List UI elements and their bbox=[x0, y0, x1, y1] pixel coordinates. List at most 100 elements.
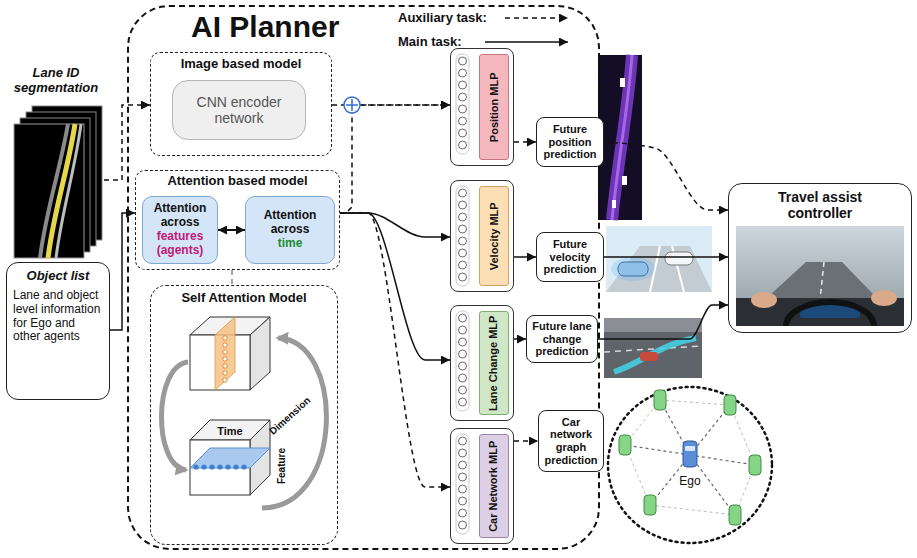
controller-box: Travel assist controller bbox=[728, 183, 912, 333]
node-text: Attention based model bbox=[167, 174, 307, 189]
position-image bbox=[598, 55, 642, 220]
mlp-panel: Lane Change MLP bbox=[479, 311, 509, 415]
mlp-panel: Car Network MLP bbox=[479, 434, 509, 538]
label-anchor: Ego bbox=[677, 474, 702, 488]
connector bbox=[514, 338, 526, 340]
car-network-graph bbox=[644, 495, 656, 515]
attention-cubes bbox=[223, 357, 227, 361]
car-network-graph bbox=[650, 505, 735, 515]
controller-image bbox=[820, 262, 824, 300]
node-text: AI Planner bbox=[191, 10, 339, 45]
attention-cubes bbox=[223, 371, 227, 375]
car-network-graph bbox=[683, 441, 697, 467]
attention-cubes bbox=[223, 350, 227, 354]
attention-cubes bbox=[223, 378, 227, 382]
car-network-graph bbox=[619, 435, 631, 455]
lane-change-image bbox=[614, 338, 696, 372]
node-text: time bbox=[278, 237, 303, 251]
position-image bbox=[620, 78, 625, 87]
sum-symbol bbox=[351, 99, 353, 111]
mlp-label: Lane Change MLP bbox=[488, 315, 501, 410]
lane-change-image bbox=[604, 318, 702, 332]
attention-cubes bbox=[161, 317, 326, 508]
mlp-block: Position MLP bbox=[450, 48, 514, 166]
controller-image bbox=[736, 262, 904, 326]
mlp-block: Lane Change MLP bbox=[450, 305, 514, 421]
velocity-image bbox=[618, 262, 648, 276]
car-network-graph bbox=[625, 400, 755, 515]
label-anchor: Dimension bbox=[268, 395, 313, 437]
node-text: Attention across bbox=[249, 209, 331, 237]
car-network-graph bbox=[654, 390, 666, 410]
attention-cubes bbox=[209, 464, 214, 469]
connector bbox=[514, 256, 536, 258]
node-text: CNN encoder network bbox=[177, 94, 301, 126]
velocity-image bbox=[611, 257, 655, 281]
input-box: Object listLane and object level informa… bbox=[6, 262, 110, 400]
node-text: Future lane change prediction bbox=[530, 320, 594, 358]
segmentation-stack bbox=[40, 124, 68, 258]
position-image bbox=[612, 55, 632, 220]
car-network-graph bbox=[625, 445, 690, 455]
mlp-panel: Velocity MLP bbox=[479, 186, 509, 286]
output-box: Car network graph prediction bbox=[538, 410, 604, 472]
attention-cubes bbox=[217, 464, 222, 469]
segmentation-stack bbox=[14, 106, 102, 258]
segmentation-stack bbox=[56, 124, 81, 258]
label-anchor: Feature bbox=[277, 448, 287, 484]
controller-image bbox=[786, 302, 874, 326]
connector bbox=[340, 213, 450, 487]
neuron-column bbox=[456, 434, 469, 534]
attention-box: Attention acrossfeatures (agents) bbox=[142, 196, 218, 264]
connector bbox=[604, 256, 728, 258]
part-label: Ego bbox=[677, 474, 702, 488]
position-image bbox=[612, 200, 616, 208]
image-stack: Lane ID segmentation bbox=[8, 64, 104, 260]
mlp-label: Velocity MLP bbox=[488, 202, 501, 270]
legend-sample bbox=[505, 17, 568, 19]
connector bbox=[340, 105, 450, 213]
legend-sample bbox=[485, 41, 568, 43]
velocity-image bbox=[606, 246, 712, 292]
car-network-graph bbox=[608, 387, 772, 543]
velocity-image bbox=[665, 252, 693, 265]
attention-cubes bbox=[241, 464, 246, 469]
sum-symbol bbox=[344, 97, 360, 113]
attention-cubes bbox=[223, 364, 227, 368]
model-group: Attention based modelAttention acrossfea… bbox=[135, 170, 340, 270]
output-box: Future velocity prediction bbox=[536, 232, 604, 282]
neuron-column bbox=[456, 186, 469, 286]
node-text: features (agents) bbox=[146, 230, 214, 258]
output-box: Future position prediction bbox=[536, 117, 604, 167]
node-text: Lane and object level information for Eg… bbox=[13, 289, 103, 344]
connector bbox=[598, 305, 728, 339]
lane-change-image bbox=[604, 318, 702, 378]
node-text: Future position prediction bbox=[540, 123, 600, 161]
node-text: Object list bbox=[27, 269, 90, 284]
node-text: Car network graph prediction bbox=[542, 416, 600, 467]
output-box: Future lane change prediction bbox=[526, 315, 598, 363]
mlp-label: Car Network MLP bbox=[488, 440, 501, 531]
attention-cubes bbox=[223, 336, 227, 340]
neuron-column bbox=[456, 311, 469, 411]
planner-region: AI PlannerImage based modelCNN encoder n… bbox=[127, 5, 600, 550]
connector bbox=[340, 213, 450, 237]
position-image bbox=[612, 55, 632, 220]
car-network-graph bbox=[625, 400, 755, 515]
controller-image bbox=[736, 226, 904, 326]
legend: Auxiliary task:Main task: bbox=[398, 6, 487, 54]
mlp-label: Position MLP bbox=[488, 72, 501, 142]
mlp-block: Velocity MLP bbox=[450, 180, 514, 292]
legend-text: Main task: bbox=[398, 30, 487, 54]
attention-cubes bbox=[193, 464, 198, 469]
position-image bbox=[622, 176, 627, 185]
mlp-panel: Position MLP bbox=[479, 54, 509, 160]
model-group: Image based modelCNN encoder network bbox=[150, 52, 332, 156]
car-network-graph bbox=[724, 395, 736, 415]
legend-text: Auxiliary task: bbox=[398, 6, 487, 30]
car-network-graph bbox=[660, 400, 730, 405]
model-group: Self Attention Model bbox=[150, 285, 338, 545]
